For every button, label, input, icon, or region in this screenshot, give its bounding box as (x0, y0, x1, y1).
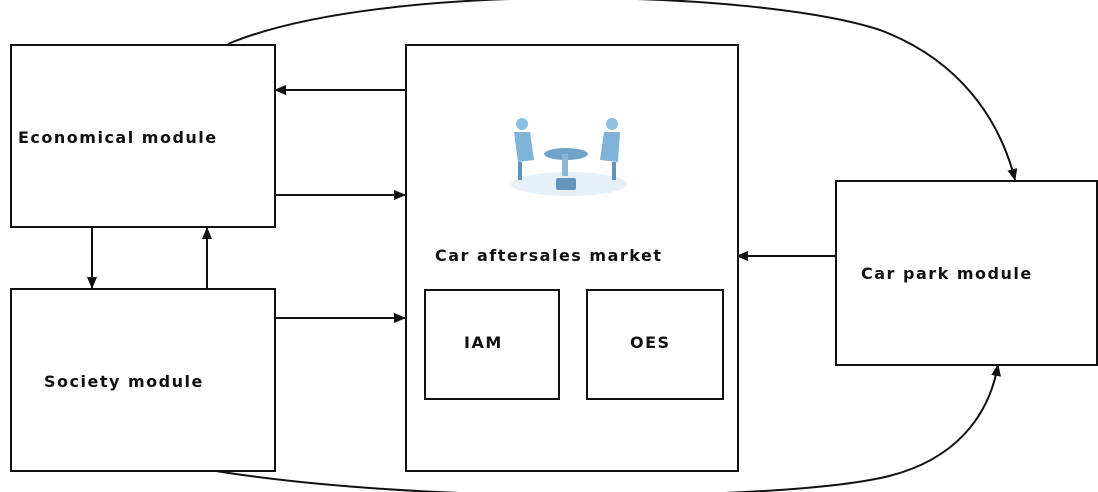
car-park-module-label: Car park module (861, 264, 1033, 283)
economical-module-label: Economical module (18, 128, 218, 147)
meeting-people-icon (511, 118, 627, 196)
society-module-label: Society module (44, 372, 204, 391)
curve-society-to-carpark (209, 364, 1001, 492)
market-box: Car aftersales market IAM OES (405, 44, 739, 472)
curve-economical-to-carpark (227, 0, 1018, 181)
oes-box: OES (586, 289, 724, 400)
iam-box: IAM (424, 289, 560, 400)
iam-label: IAM (464, 333, 503, 352)
oes-label: OES (630, 333, 671, 352)
car-park-module-box: Car park module (835, 180, 1098, 366)
society-module-box: Society module (10, 288, 276, 472)
market-title: Car aftersales market (435, 246, 663, 265)
economical-module-box: Economical module (10, 44, 276, 228)
